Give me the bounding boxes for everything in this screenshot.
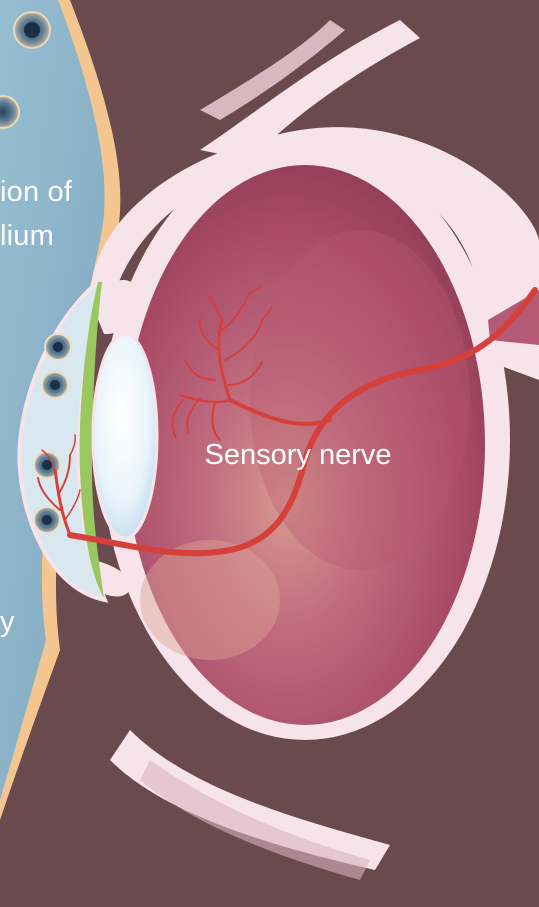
lens [93, 334, 157, 538]
sensory-nerve-label: Sensory nerve [205, 439, 392, 471]
virus-particle [45, 334, 71, 360]
panel-text-fragment: y [0, 606, 15, 639]
panel-text-fragment: ion of [0, 176, 72, 209]
virus-particle [42, 372, 68, 398]
virus-particle [14, 12, 50, 48]
virus-particle [34, 507, 60, 533]
panel-text-fragment: lium [0, 220, 54, 253]
retina-highlight [140, 540, 280, 660]
